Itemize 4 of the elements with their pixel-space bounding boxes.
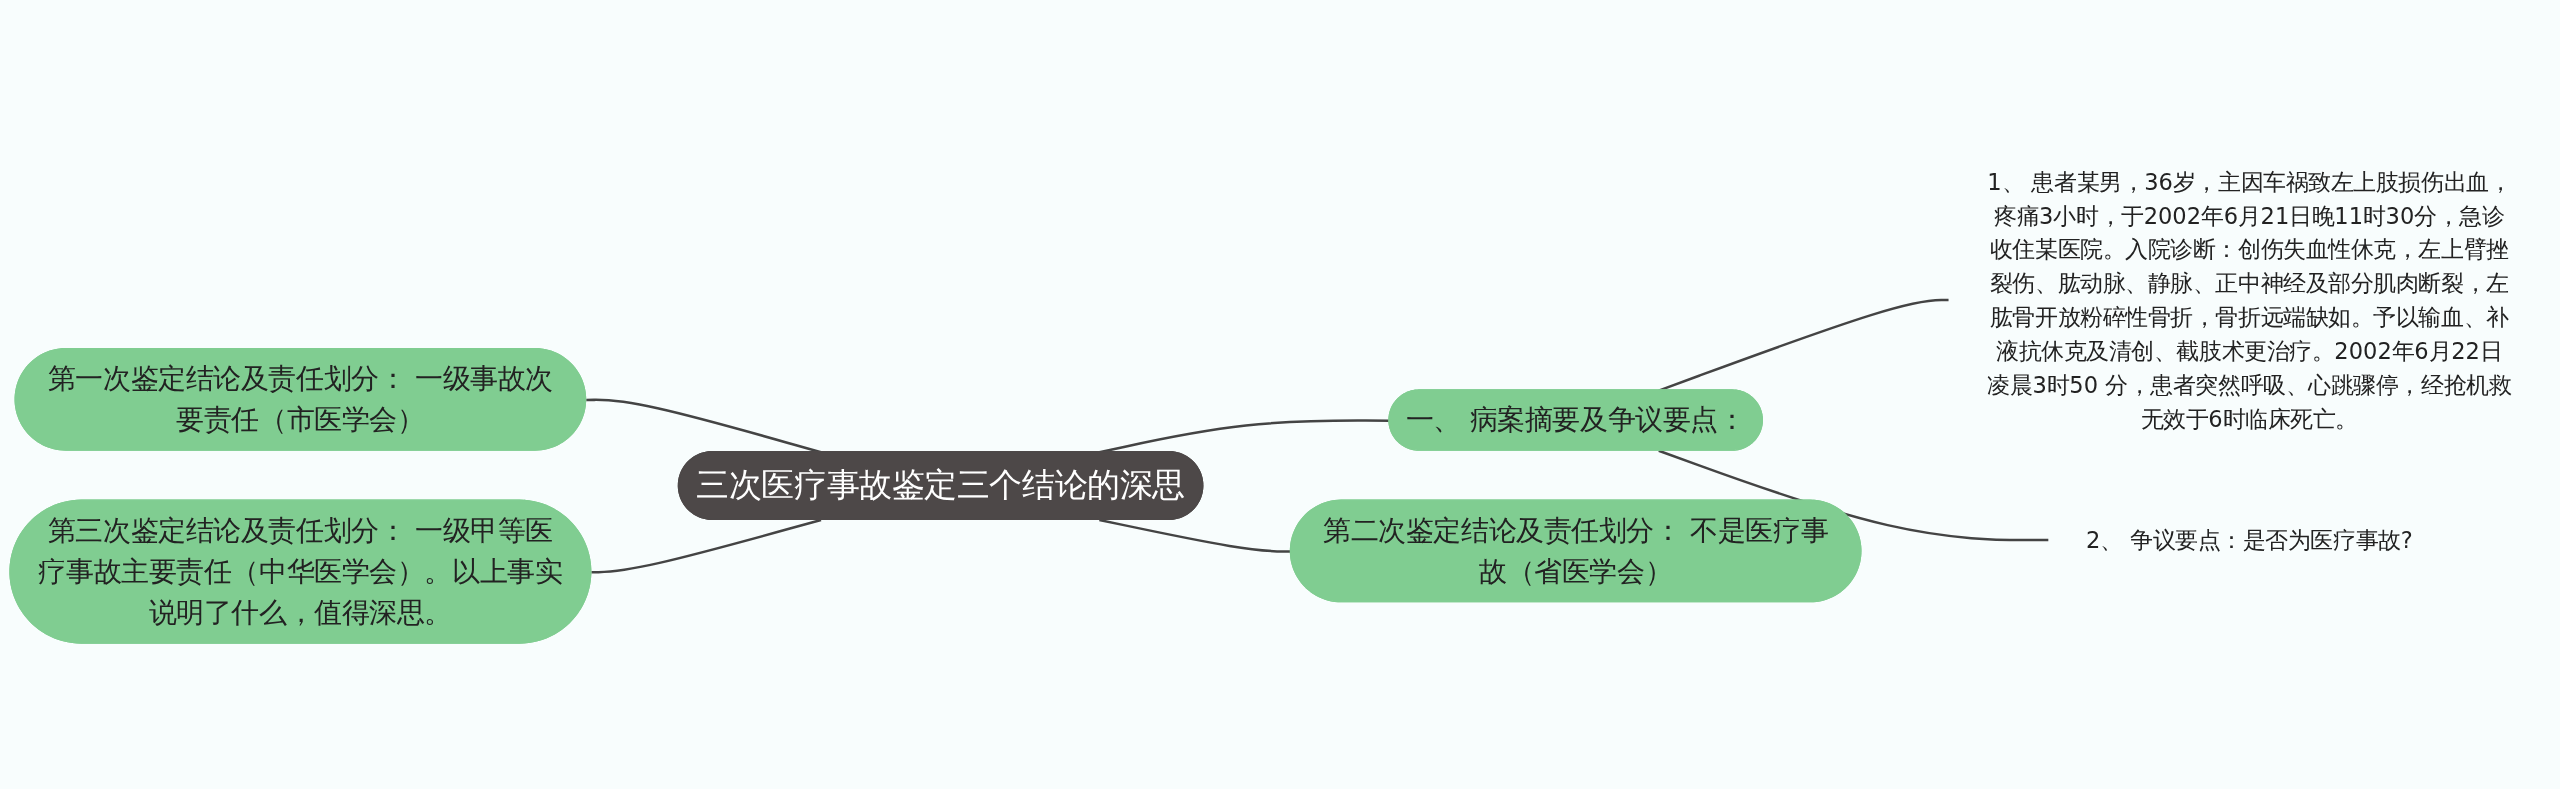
connector: [591, 518, 822, 574]
node-text: 1、 患者某男，36岁，主因车祸致左上肢损伤出血，疼痛3小时，于2002年6月21日晚11时30分，急诊收住某医院。入院诊断：创伤失血性休克，左上臂挫裂伤、肱动脉、静脉、正中神经及部分肌肉断裂，左肱骨开放粉碎性骨折，骨折远端缺如。予以输血、补液抗休克及清创、截肢术更治疗。2002年6月22日凌晨3时50 分，患者突然呼吸、心跳骤停，经抢机救无效于6时临床死亡。: [1987, 168, 2512, 432]
node-text: 2、 争议要点：是否为医疗事故?: [2085, 526, 2413, 554]
connector: [1658, 449, 2049, 542]
